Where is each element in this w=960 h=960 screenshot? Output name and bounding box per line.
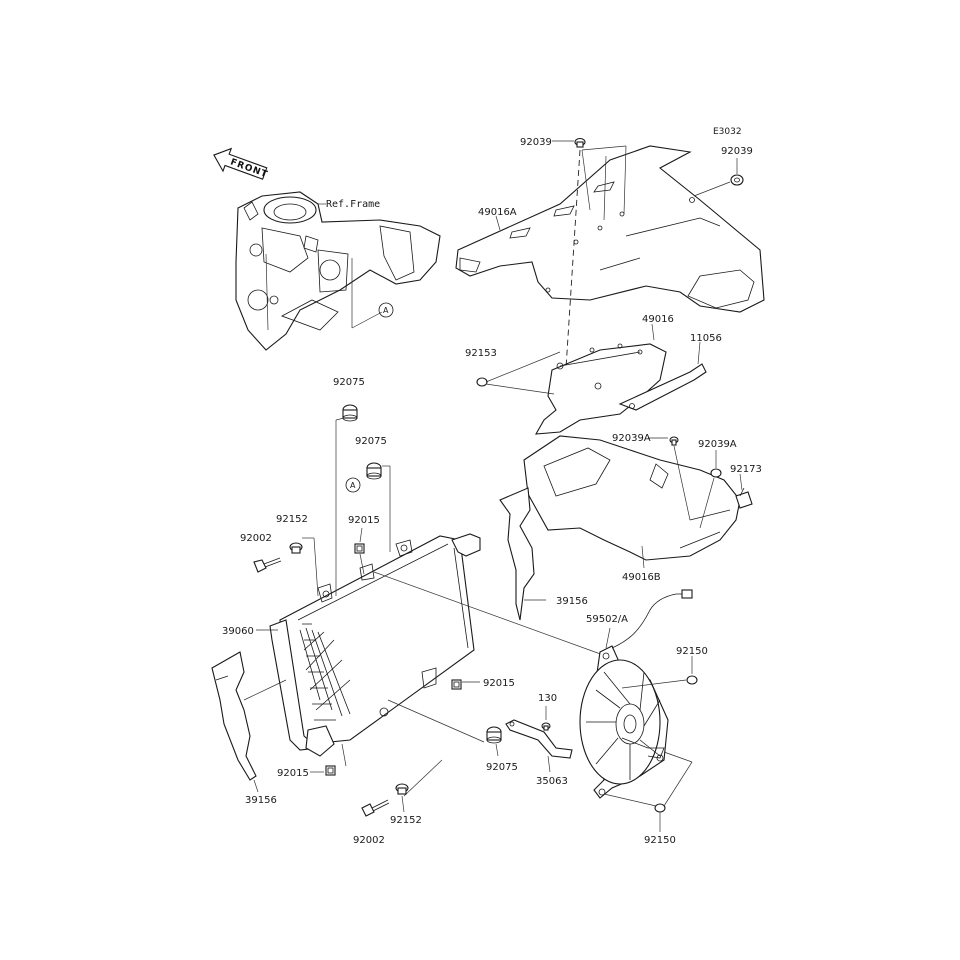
callout-letter-a-2: A [350, 481, 356, 490]
label-92075-bot: 92075 [486, 762, 518, 773]
grommet-92075-mid [366, 462, 382, 480]
ref-frame-label: Ref.Frame [326, 199, 380, 210]
label-92002-bot: 92002 [353, 835, 385, 846]
label-92153: 92153 [465, 348, 497, 359]
label-39060: 39060 [222, 626, 254, 637]
radiator-39060 [269, 533, 481, 757]
label-92150-top: 92150 [676, 646, 708, 657]
fastener-92039A-right [710, 468, 722, 478]
bolt-92002-bot [361, 799, 390, 817]
cover-49016A [455, 145, 765, 313]
label-92075-top: 92075 [333, 377, 365, 388]
collar-92152-top [289, 542, 303, 554]
clip-92015-mid [451, 679, 462, 690]
bracket-11056 [618, 363, 707, 411]
nut-92150-bot [654, 803, 666, 813]
cover-49016 [535, 343, 667, 435]
label-92015-top: 92015 [348, 515, 380, 526]
label-49016B: 49016B [622, 572, 661, 583]
label-92015-mid: 92015 [483, 678, 515, 689]
front-arrow-icon: FRONT [213, 147, 269, 180]
fastener-92153 [476, 377, 488, 387]
grommet-92075-top [342, 404, 358, 422]
label-92039A-left: 92039A [612, 433, 651, 444]
callout-a-radiator: A [345, 477, 361, 493]
label-130: 130 [538, 693, 557, 704]
cover-49016B [523, 435, 741, 561]
frame-reference-drawing [235, 191, 441, 351]
fan-59502A [579, 589, 693, 799]
nut-92150-top [686, 675, 698, 685]
radiator-core-fins [299, 623, 351, 721]
label-49016A: 49016A [478, 207, 517, 218]
label-39156-left: 39156 [245, 795, 277, 806]
label-92152-bot: 92152 [390, 815, 422, 826]
label-49016: 49016 [642, 314, 674, 325]
screw-130 [541, 722, 551, 731]
label-92152-top: 92152 [276, 514, 308, 525]
bolt-92002-top [253, 557, 282, 573]
fastener-92039-right [730, 174, 744, 186]
label-92002-top: 92002 [240, 533, 272, 544]
label-92039-top: 92039 [520, 137, 552, 148]
callout-a-frame: A [378, 302, 394, 318]
label-92015-bot: 92015 [277, 768, 309, 779]
label-92150-bot: 92150 [644, 835, 676, 846]
label-35063: 35063 [536, 776, 568, 787]
label-92039A-right: 92039A [698, 439, 737, 450]
label-11056: 11056 [690, 333, 722, 344]
clip-92015-bot [325, 765, 336, 776]
grommet-92075-bot [486, 726, 502, 744]
bracket-35063 [505, 719, 573, 759]
label-59502A: 59502/A [586, 614, 628, 625]
collar-92152-bot [395, 783, 409, 795]
label-92075-mid: 92075 [355, 436, 387, 447]
side-guard-39156-left [211, 651, 257, 781]
diagram-code: E3032 [713, 127, 742, 137]
label-92173: 92173 [730, 464, 762, 475]
clip-92173 [735, 487, 753, 509]
callout-letter-a: A [383, 306, 389, 315]
fastener-92039-top [574, 137, 586, 148]
clip-92015-top [354, 543, 365, 554]
label-92039-right: 92039 [721, 146, 753, 157]
fastener-92039A-left [669, 436, 679, 446]
side-guard-39156-right [499, 487, 535, 621]
label-39156-right: 39156 [556, 596, 588, 607]
